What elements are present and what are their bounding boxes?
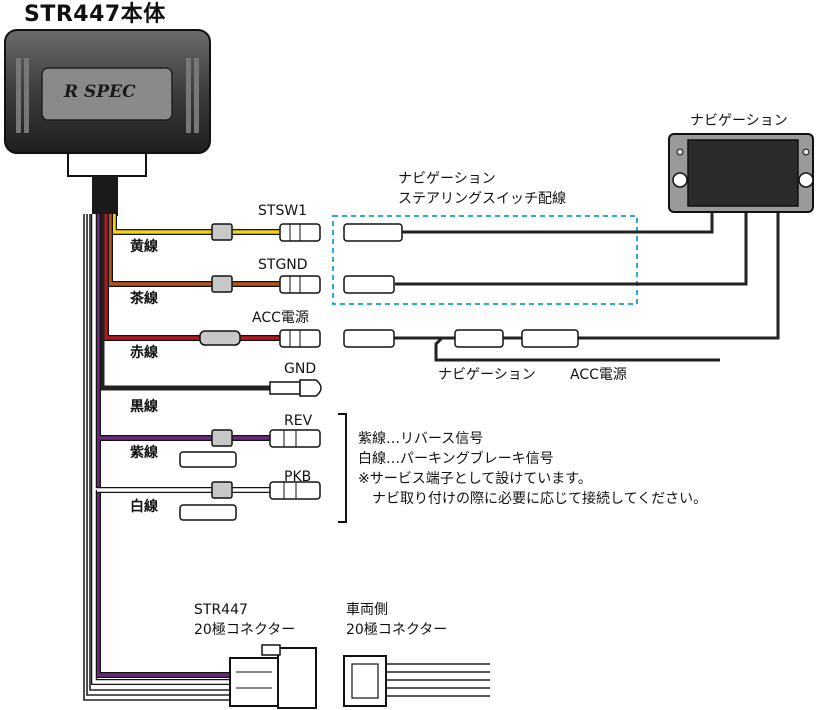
wire-label-yellow: 黄線 <box>130 239 158 255</box>
wire-label-purple: 紫線 <box>130 445 158 461</box>
notes-bracket <box>338 413 347 523</box>
inline-joints <box>199 223 241 499</box>
connector-label-pkb: PKB <box>284 469 312 485</box>
yellow-wire <box>111 214 280 235</box>
connector-label-stsw1: STSW1 <box>258 203 308 219</box>
str-connector-label-1: STR447 <box>194 602 248 618</box>
navi-acc-label: ACC電源 <box>570 367 627 383</box>
navi-harness-label-2: ステアリングスイッチ配線 <box>398 191 566 207</box>
red-wire <box>103 214 280 341</box>
unit-title: STR447本体 <box>24 2 166 27</box>
steering-harness-box <box>332 215 638 305</box>
wire-bundle <box>83 214 230 701</box>
car-connector-label-2: 20極コネクター <box>346 622 448 638</box>
black-wire <box>99 214 292 391</box>
navi-harness-label-1: ナビゲーション <box>398 171 496 187</box>
cable-boot <box>92 176 118 216</box>
white-wire <box>91 214 270 685</box>
vehicle-20pin-connector <box>343 655 490 707</box>
navi-bottom-label: ナビゲーション <box>438 367 536 383</box>
connector-label-acc: ACC電源 <box>252 310 309 326</box>
navi-title: ナビゲーション <box>690 113 788 129</box>
brown-wire <box>107 214 280 287</box>
gnd-terminal <box>269 379 322 397</box>
note-line-4: ナビ取り付けの際に必要に応じて接続してください。 <box>372 491 708 507</box>
note-line-3: ※サービス端子として設けています。 <box>358 471 592 487</box>
note-line-2: 白線…パーキングブレーキ信号 <box>358 451 554 467</box>
navi-terminals <box>343 223 579 348</box>
wire-label-white: 白線 <box>130 499 158 515</box>
connector-label-stgnd: STGND <box>258 257 308 273</box>
wire-label-black: 黒線 <box>130 399 158 415</box>
str-connector-label-2: 20極コネクター <box>194 622 296 638</box>
connector-label-gnd: GND <box>284 361 317 377</box>
wire-label-brown: 茶線 <box>130 291 158 307</box>
unit-connector <box>67 152 147 177</box>
navi-unit <box>668 133 814 213</box>
purple-wire <box>95 214 270 678</box>
str447-unit <box>4 29 211 154</box>
connector-label-rev: REV <box>284 413 313 429</box>
note-line-1: 紫線…リバース信号 <box>358 431 484 447</box>
car-connector-label-1: 車両側 <box>346 602 388 618</box>
wire-label-red: 赤線 <box>130 345 158 361</box>
str447-20pin-connector <box>229 644 317 709</box>
terminal-ribs <box>283 224 301 499</box>
logo-text: R SPEC <box>64 82 136 102</box>
